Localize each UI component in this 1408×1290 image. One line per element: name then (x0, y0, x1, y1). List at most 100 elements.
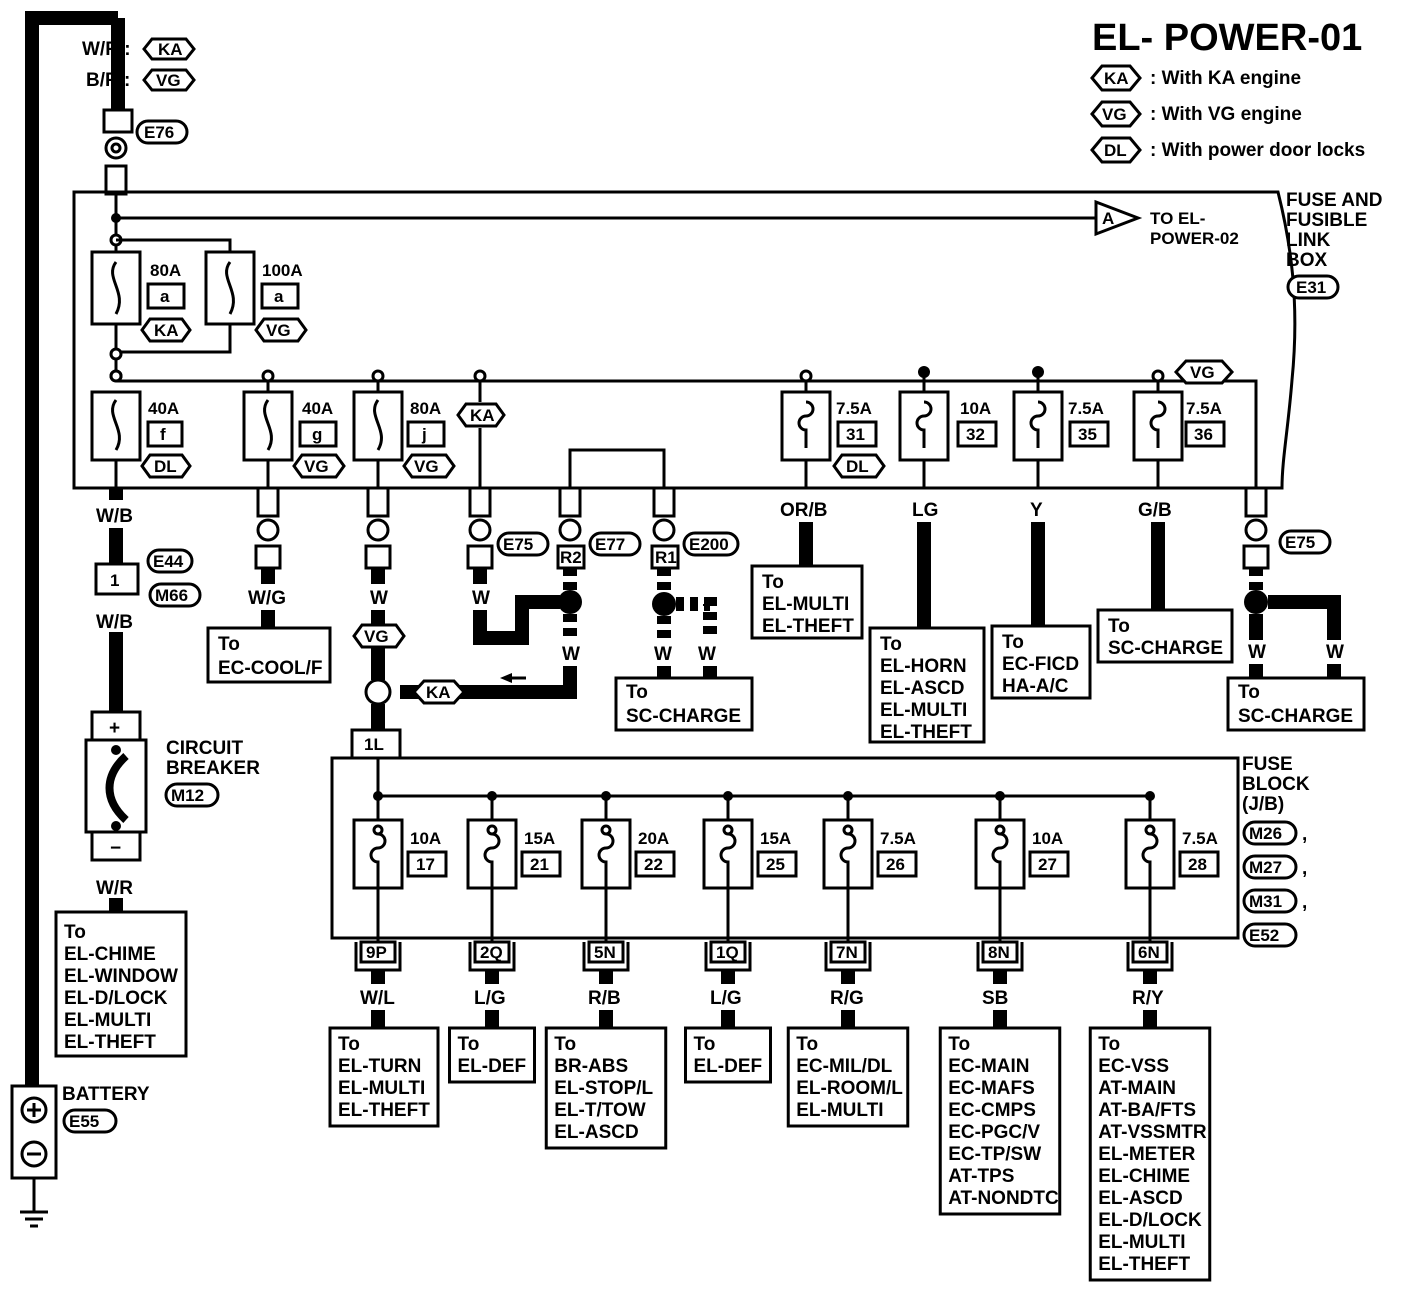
ka-tag-top-text: KA (158, 40, 183, 59)
wire-6N-label: R/Y (1132, 988, 1164, 1009)
fuse-32-node (918, 366, 930, 378)
dest-sc2-0: To (1108, 616, 1130, 637)
node-mid-left (109, 347, 123, 361)
dest-sc3-0: To (1238, 682, 1260, 703)
dest-6N-line-10: EL-THEFT (1098, 1254, 1190, 1275)
conn-7N-box (829, 940, 867, 964)
dest-sc2-box (1096, 608, 1234, 664)
legend-dl-tag-shape (1090, 136, 1142, 164)
m66-label: M66 (155, 586, 188, 605)
fuse-25-id-box (756, 850, 798, 878)
link-j-id: j (421, 425, 427, 444)
dest-7N-line-3: EL-MULTI (796, 1100, 883, 1121)
fuse-31-id: 31 (846, 425, 865, 444)
fuse-22-amp: 20A (638, 829, 669, 848)
m27-comma: , (1302, 858, 1307, 879)
dest-6N-line-5: EL-METER (1098, 1144, 1195, 1165)
ka-direct-tag (456, 402, 506, 428)
breaker-minus: − (110, 838, 121, 859)
dest-chime-4: EL-MULTI (64, 1010, 151, 1031)
link-100a-id-box (260, 282, 300, 310)
dest-7N-box (786, 1026, 910, 1128)
fuse-27-id: 27 (1038, 855, 1057, 874)
fuse-27-symbol (991, 832, 1009, 888)
conn-5N-label: 5N (594, 943, 616, 962)
r1-w-label-2: W (698, 644, 716, 665)
legend-ka-code: KA (1104, 69, 1129, 88)
dest-chime-0: To (64, 922, 86, 943)
e44-label: E44 (153, 552, 184, 571)
fuse-35-id-box (1068, 420, 1110, 448)
link-100a-amp: 100A (262, 261, 303, 280)
e76-label: E76 (144, 123, 174, 142)
fuse-26-symbol (839, 832, 857, 888)
fuse-36-amp: 7.5A (1186, 399, 1222, 418)
off-page-a-label: A (1102, 209, 1114, 228)
gb-label: G/B (1138, 500, 1172, 521)
fuse-35-symbol (1029, 400, 1047, 448)
dest-sc1-box (614, 676, 754, 732)
conn-8N-label: 8N (988, 943, 1010, 962)
r1-splice (652, 592, 676, 616)
dest-8N-line-7: AT-NONDTC (948, 1188, 1059, 1209)
conn-9P-label: 9P (366, 943, 387, 962)
dest-sc2-1: SC-CHARGE (1108, 638, 1223, 659)
link-f-id-box (146, 420, 184, 448)
link-j: 80A j VG (352, 369, 456, 479)
dest-6N-line-0: To (1098, 1034, 1120, 1055)
breaker-plus: + (109, 718, 120, 739)
e75r-w-label-2: W (1326, 642, 1344, 663)
fuse-21-id: 21 (530, 855, 549, 874)
wg-connector-stack (256, 486, 280, 518)
y-label: Y (1030, 500, 1043, 521)
fuse-36-node (1151, 369, 1165, 383)
connector-1l (350, 728, 402, 760)
link-f-dl-tag (140, 453, 192, 479)
dest-6N-line-1: EC-VSS (1098, 1056, 1169, 1077)
dest-8N-box (938, 1026, 1062, 1216)
e77-label: E77 (595, 535, 625, 554)
vg-tag-top (142, 68, 196, 92)
e75r-stubs (1249, 664, 1341, 678)
link-j-symbol (373, 399, 383, 451)
splice-node (364, 678, 392, 706)
conn-1Q-label: 1Q (716, 943, 739, 962)
m31-label: M31 (1249, 892, 1282, 911)
fuse-block-label-3: (J/B) (1242, 794, 1284, 815)
r-jumper (568, 448, 666, 488)
vg-tag-j-text: VG (364, 627, 389, 646)
fuse-32-id-box (956, 420, 998, 448)
conn-7N-label: 7N (836, 943, 858, 962)
wg-connector (254, 544, 282, 570)
link-80a-ka-tag (140, 317, 192, 343)
link-f-symbol (111, 399, 121, 451)
off-page-a-arrow (1094, 199, 1143, 237)
to-el-label-1: TO EL- (1150, 209, 1205, 228)
link-g-vg-tag (292, 453, 346, 479)
dest-ficd-2: HA-A/C (1002, 676, 1069, 697)
fuse-22-symbol (597, 832, 615, 888)
dest-horn-4: EL-THEFT (880, 722, 972, 743)
e31-label: E31 (1296, 278, 1326, 297)
link-100a-id: a (274, 287, 284, 306)
dest-ficd-0: To (1002, 632, 1024, 653)
legend-ka-tag-shape (1090, 64, 1142, 92)
dest-7N-line-2: EL-ROOM/L (796, 1078, 903, 1099)
e76-label-box (135, 119, 189, 145)
dest-8N-line-6: AT-TPS (948, 1166, 1014, 1187)
dest-1Q-box (684, 1026, 772, 1084)
fuse-21-amp: 15A (524, 829, 555, 848)
fuse-31-body (780, 390, 832, 462)
dest-sc1: To SC-CHARGE (614, 676, 754, 732)
connector-stack-top (104, 164, 128, 196)
link-g: 40A g VG (242, 369, 346, 479)
wire-2Q-label: L/G (474, 988, 506, 1009)
m26-label: M26 (1249, 824, 1282, 843)
dest-5N-line-3: EL-T/TOW (554, 1100, 646, 1121)
dest-6N-line-4: AT-VSSMTR (1098, 1122, 1207, 1143)
link-g-symbol (263, 399, 273, 451)
dest-chime-3: EL-D/LOCK (64, 988, 168, 1009)
dest-chime-2: EL-WINDOW (64, 966, 178, 987)
e75-label-a: E75 (503, 535, 533, 554)
